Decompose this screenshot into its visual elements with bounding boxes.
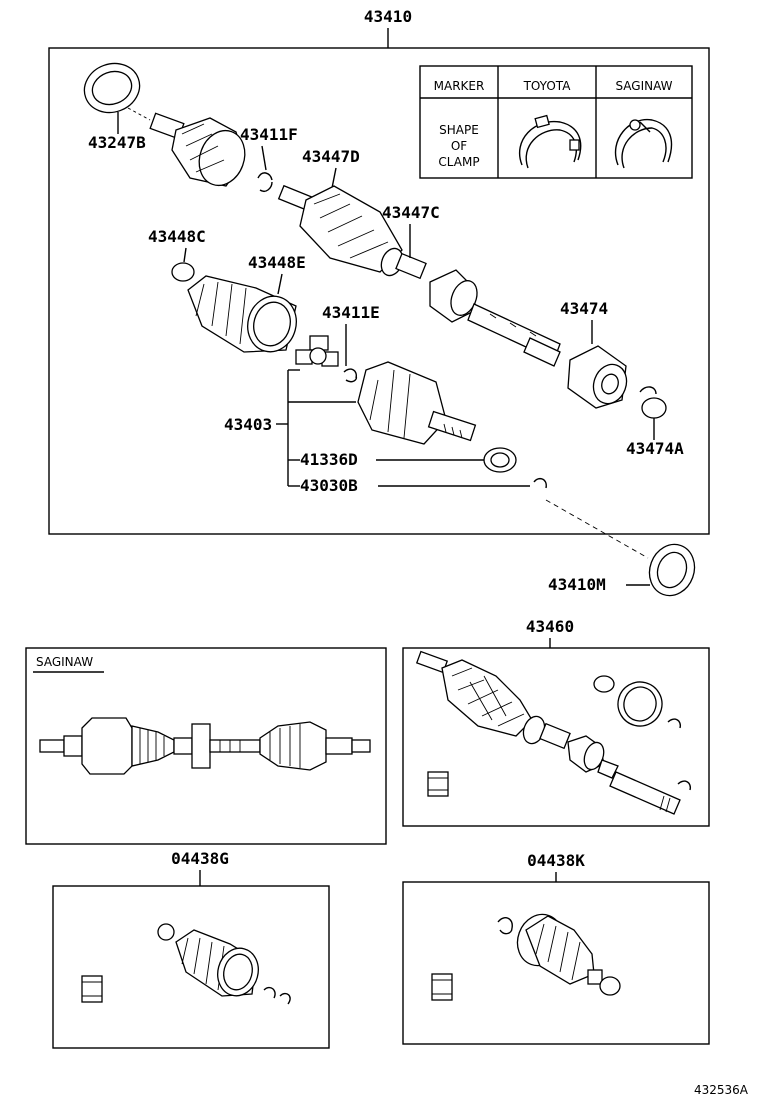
label-43411e: 43411E [322, 303, 380, 322]
boot-band-43247b [83, 62, 151, 121]
kit-04438k-frame [402, 881, 710, 1045]
kit-04438g-snap-ring-1 [263, 986, 276, 999]
toyota-clamp-icon [519, 114, 582, 169]
tripod-joint [295, 335, 339, 367]
table-header-toyota: TOYOTA [523, 79, 572, 93]
leader-43411f [261, 145, 267, 171]
table-row-label-line3: CLAMP [438, 155, 479, 169]
table-header-saginaw: SAGINAW [615, 79, 672, 93]
kit-04438g-boot [175, 929, 259, 997]
clamp-shape-table: MARKER TOYOTA SAGINAW SHAPE OF CLAMP [419, 65, 693, 179]
inner-boot-43448e [187, 275, 297, 353]
boot-clamp-43448c [171, 262, 195, 282]
kit-04438k-clamp [599, 976, 621, 996]
main-assembly-frame [48, 47, 710, 535]
kit-43460-band [617, 681, 663, 727]
figure-id: 432536A [694, 1083, 749, 1097]
leader-43448c [183, 247, 187, 263]
label-43447d: 43447D [302, 147, 360, 166]
kit-04438k-grease-tube [431, 973, 453, 1001]
kit-43460-shaft-assembly [415, 650, 681, 815]
dashed-leader-43410m [545, 499, 649, 559]
oil-seal-41336d [483, 447, 517, 473]
damper-and-drive-shaft [429, 269, 561, 367]
kit-43460-snap-ring-2 [677, 780, 692, 791]
label-43410: 43410 [364, 7, 412, 26]
saginaw-axle-assembly [39, 717, 371, 775]
kit-04438g-grease-tube [81, 975, 103, 1003]
table-row-label-line1: SHAPE [439, 123, 479, 137]
label-43460: 43460 [526, 617, 574, 636]
label-04438g: 04438G [171, 849, 229, 868]
bearing-43474 [567, 345, 628, 409]
kit-04438g-clamp [157, 923, 175, 941]
kit-04438k-boot [516, 913, 603, 985]
kit-04438g-frame [52, 885, 330, 1049]
dust-seal-43410m [648, 543, 696, 597]
label-43474: 43474 [560, 299, 608, 318]
label-41336d: 41336D [300, 450, 358, 469]
label-43411f: 43411F [240, 125, 298, 144]
snap-ring-43411e [343, 368, 358, 383]
clamp-43474a [639, 386, 667, 419]
kit-43460-snap-ring-1 [667, 718, 682, 729]
saginaw-frame [25, 647, 387, 845]
inner-shaft-boot [277, 184, 427, 280]
kit-43460-clamp [593, 675, 615, 693]
label-43448c: 43448C [148, 227, 206, 246]
snap-ring-43030b [533, 477, 547, 489]
saginaw-title: SAGINAW [36, 655, 93, 669]
kit-43460-frame [402, 647, 710, 827]
snap-ring-43411f [257, 172, 273, 192]
table-row-label-line2: OF [451, 139, 467, 153]
bracket-43403 [276, 369, 356, 487]
kit-04438k-snap-ring [497, 917, 513, 935]
table-header-marker: MARKER [434, 79, 485, 93]
label-04438k: 04438K [527, 851, 585, 870]
leader-43447d [331, 167, 337, 189]
label-43403: 43403 [224, 415, 272, 434]
kit-04438g-snap-ring-2 [279, 992, 291, 1005]
inner-joint-housing-43403 [357, 361, 477, 445]
outer-cv-joint-boot [149, 112, 246, 187]
kit-43460-grease-tube [427, 771, 449, 797]
label-43410m: 43410M [548, 575, 606, 594]
label-43474a: 43474A [626, 439, 684, 458]
leader-43448e [277, 273, 283, 295]
label-43448e: 43448E [248, 253, 306, 272]
saginaw-clamp-icon [614, 118, 673, 169]
label-43247b: 43247B [88, 133, 146, 152]
label-43447c: 43447C [382, 203, 440, 222]
label-43030b: 43030B [300, 476, 358, 495]
